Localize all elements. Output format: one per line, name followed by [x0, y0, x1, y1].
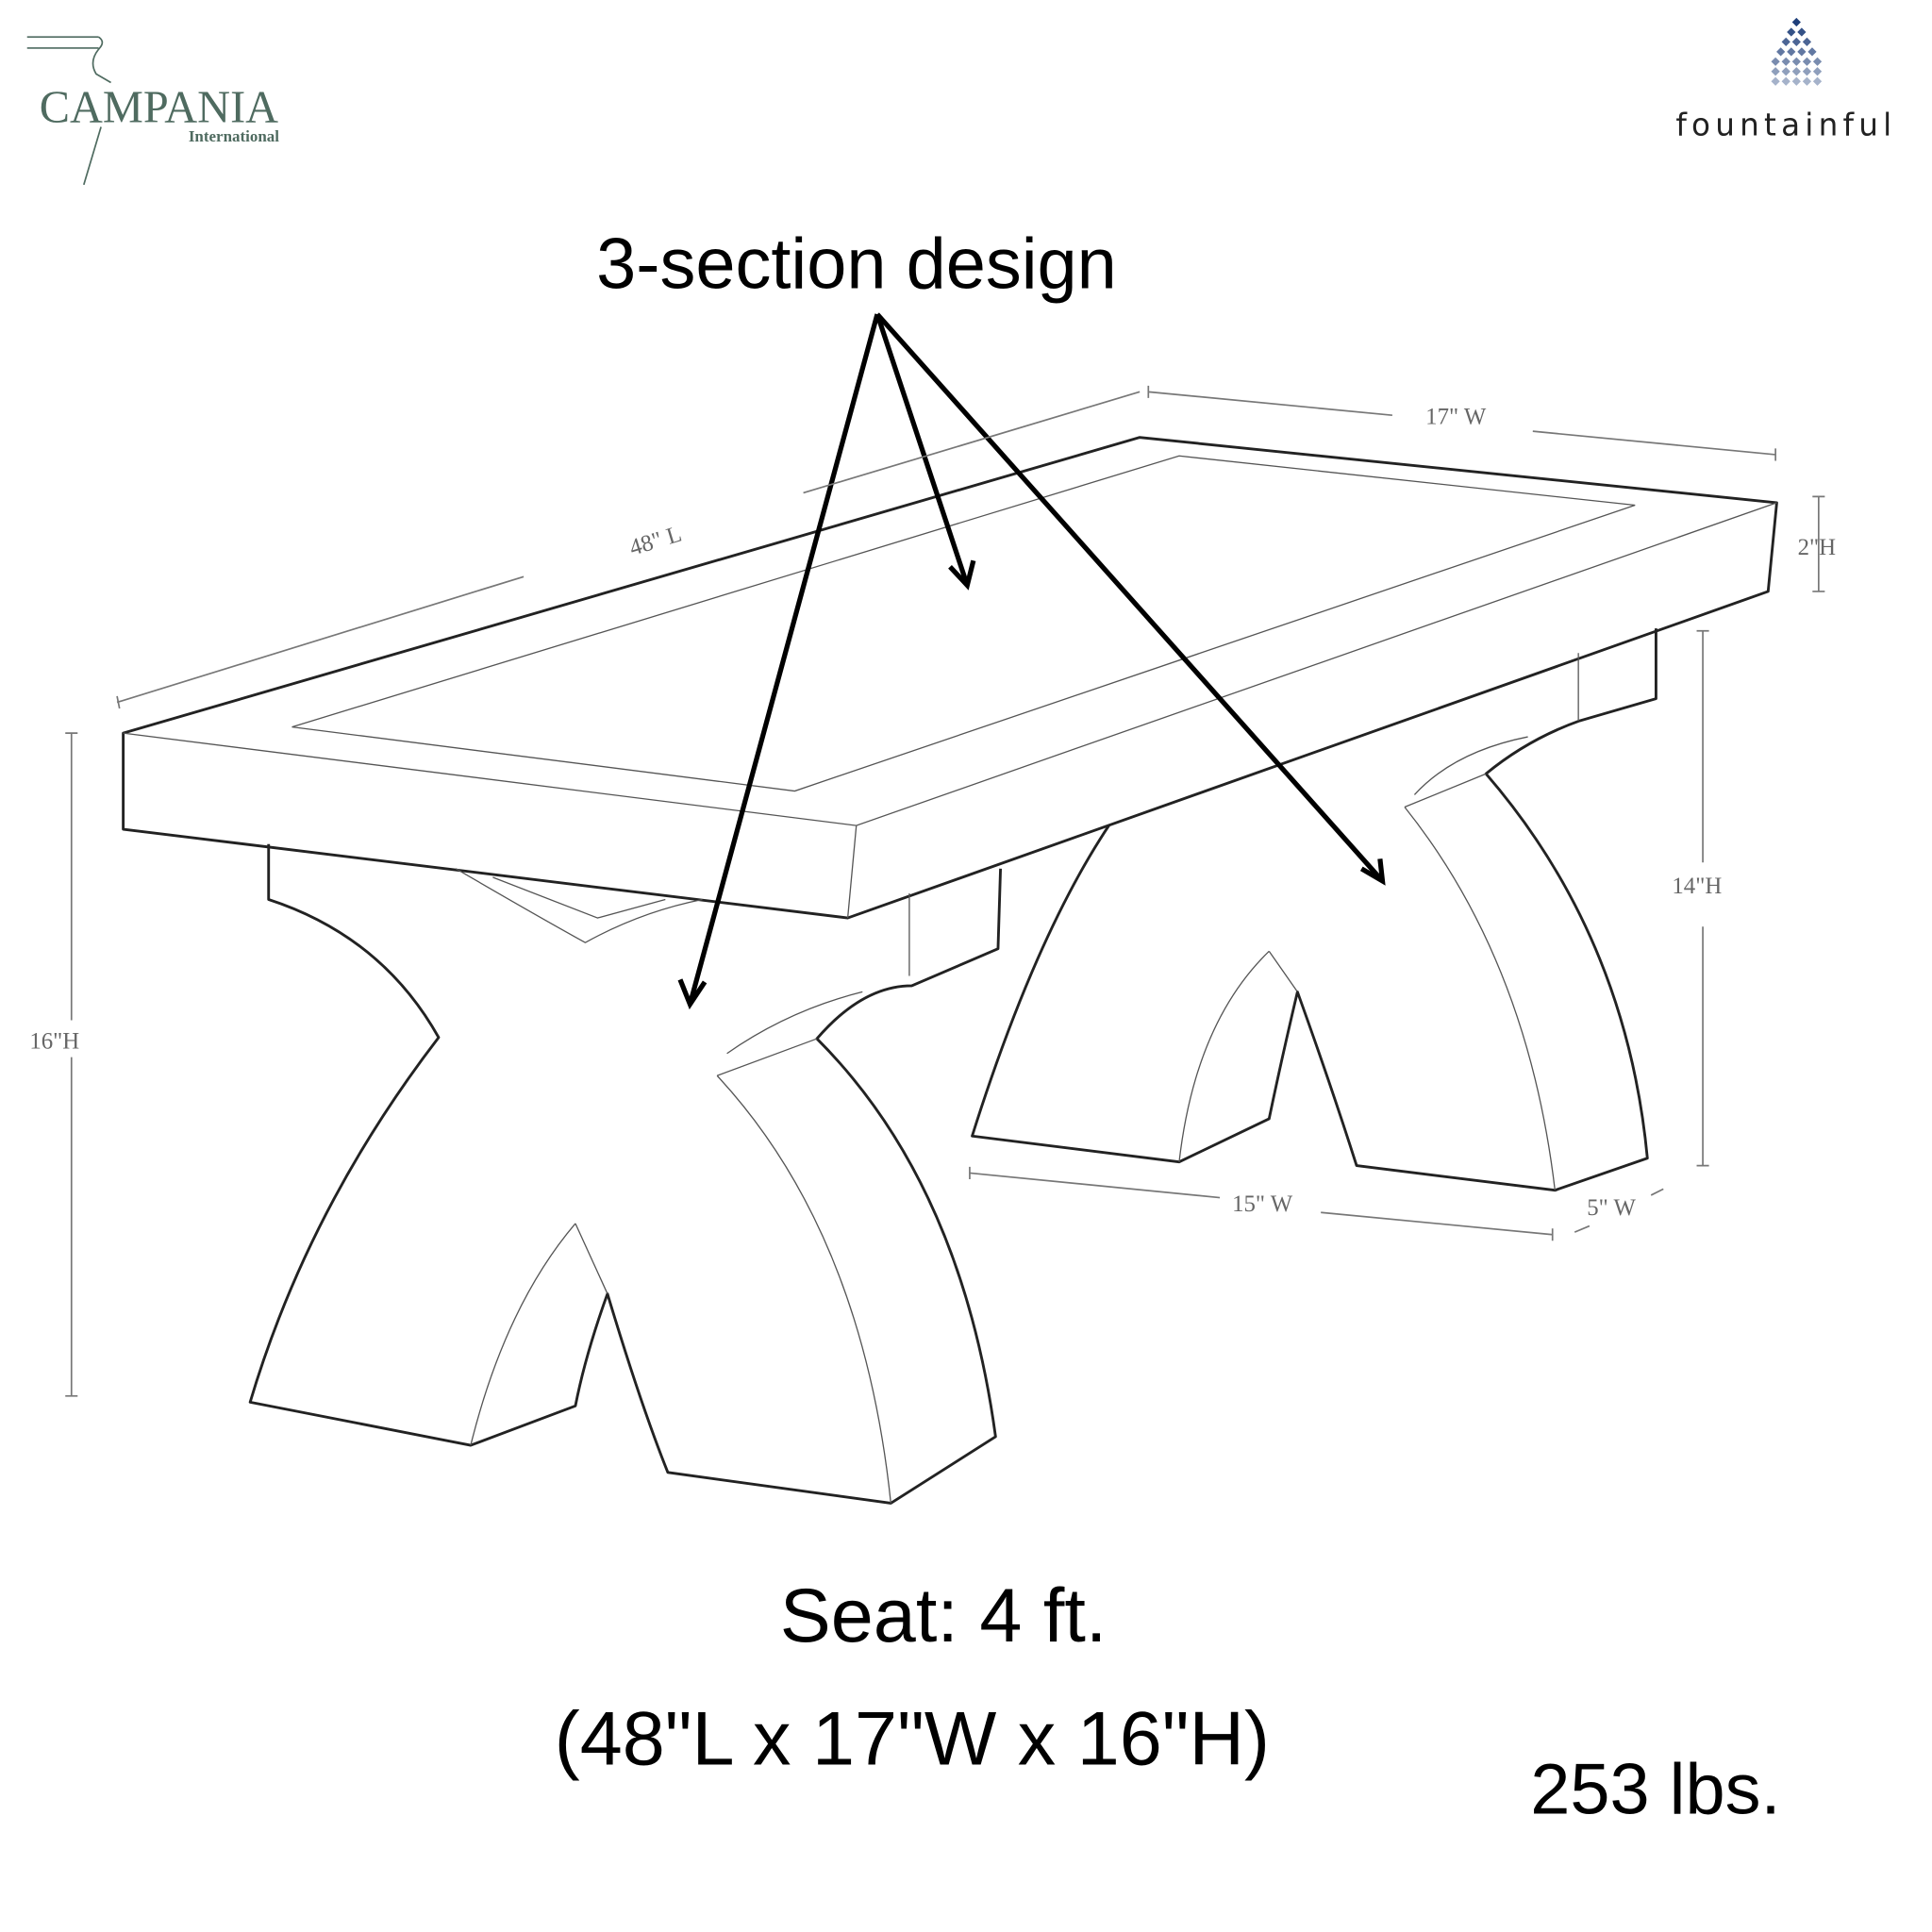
fountain-dot — [1791, 37, 1801, 47]
fountain-dot — [1791, 67, 1801, 76]
bench-leg-back — [971, 628, 1657, 1192]
fountain-dot — [1812, 67, 1823, 76]
fountain-dot — [1797, 27, 1807, 37]
bench-top — [122, 436, 1778, 920]
fountain-dot — [1802, 57, 1812, 66]
size-caption: (48"L x 17"W x 16"H) — [555, 1696, 1270, 1781]
dim-leg-height: 14"H — [1672, 874, 1722, 899]
fountain-dot — [1771, 76, 1780, 86]
fountain-dot — [1781, 57, 1790, 66]
dim-length: 48" L — [626, 522, 685, 561]
fountain-dot — [1781, 67, 1790, 76]
svg-text:fountainful: fountainful — [1675, 108, 1896, 143]
dim-leg-width: 15" W — [1232, 1191, 1293, 1217]
weight-caption: 253 lbs. — [1530, 1750, 1780, 1830]
fountain-dot — [1807, 47, 1817, 57]
seat-caption: Seat: 4 ft. — [780, 1574, 1108, 1658]
fountainful-logo: fountainful — [1675, 17, 1896, 143]
fountain-dots-icon — [1771, 17, 1823, 86]
dim-slab-height: 2"H — [1798, 535, 1837, 560]
fountain-dot — [1802, 37, 1812, 47]
fountain-dot — [1802, 76, 1812, 86]
fountain-dot — [1791, 76, 1801, 86]
fountain-dot — [1791, 17, 1801, 27]
fountain-dot — [1812, 57, 1823, 66]
fountain-dot — [1771, 57, 1780, 66]
fountain-dot — [1781, 76, 1790, 86]
dim-leg-depth: 5" W — [1587, 1195, 1636, 1221]
fountain-dot — [1812, 76, 1823, 86]
fountain-dot — [1787, 27, 1796, 37]
dim-width-top: 17" W — [1425, 404, 1487, 429]
campania-logo: CAMPANIA International — [26, 36, 279, 186]
fountain-dot — [1791, 57, 1801, 66]
fountain-dot — [1802, 67, 1812, 76]
bench-leg-front — [248, 843, 1003, 1505]
callout-arrows — [677, 312, 1386, 1010]
svg-text:CAMPANIA: CAMPANIA — [40, 82, 278, 132]
fountain-dot — [1781, 37, 1790, 47]
fountain-dot — [1787, 47, 1796, 57]
svg-text:International: International — [189, 127, 279, 145]
fountain-dot — [1797, 47, 1807, 57]
dimension-lines — [65, 385, 1825, 1397]
callout-label: 3-section design — [596, 225, 1117, 305]
fountain-dot — [1776, 47, 1786, 57]
fountain-dot — [1771, 67, 1780, 76]
dim-total-height: 16"H — [29, 1029, 79, 1055]
